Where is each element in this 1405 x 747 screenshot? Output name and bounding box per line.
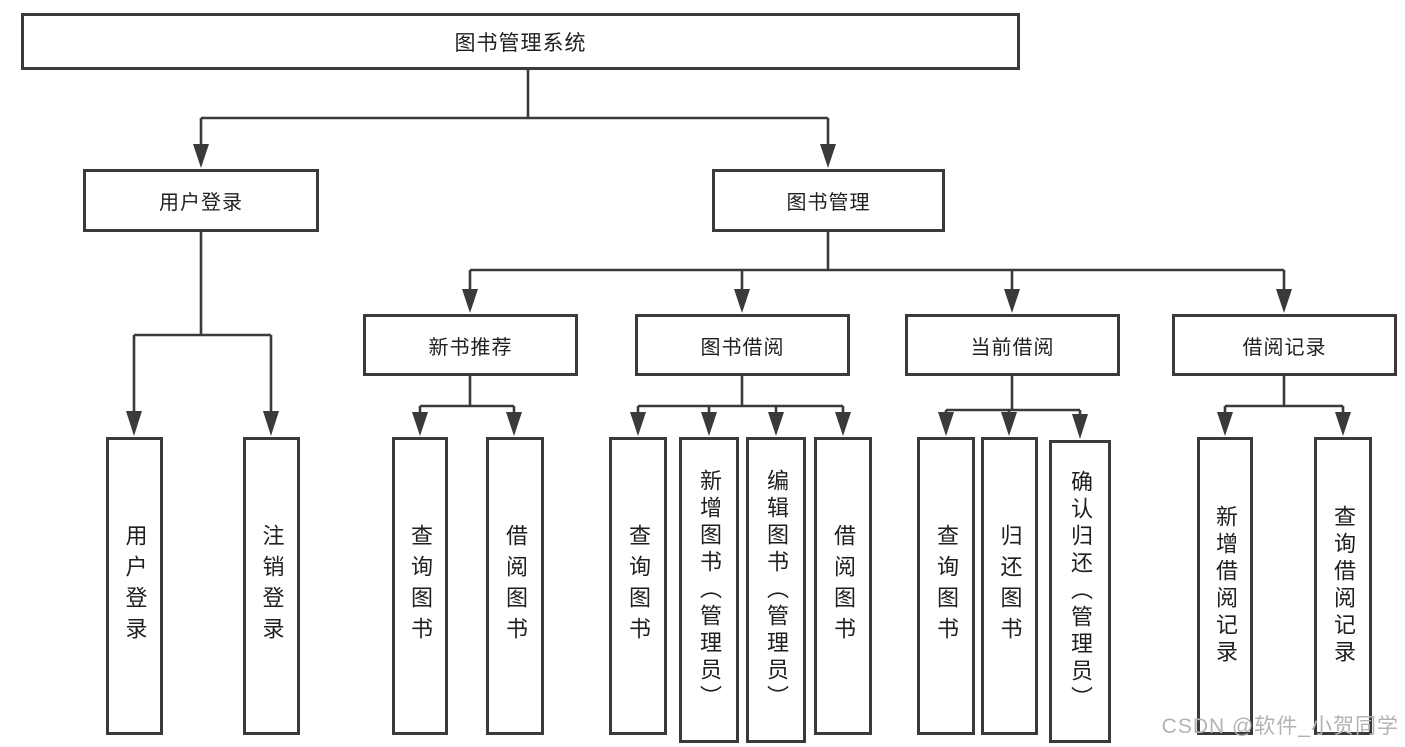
- node-new-book-recommendation: 新书推荐: [363, 314, 578, 376]
- watermark: CSDN @软件_小贺同学: [1161, 715, 1399, 738]
- leaf-add-borrow-record: 新增借阅记录: [1197, 437, 1253, 735]
- leaf-query-books-recommend: 查询图书: [392, 437, 448, 735]
- leaf-query-borrow-record: 查询借阅记录: [1314, 437, 1372, 735]
- leaf-add-book-admin: 新增图书（管理员）: [679, 437, 739, 743]
- leaf-query-books-current: 查询图书: [917, 437, 975, 735]
- leaf-edit-book-admin: 编辑图书（管理员）: [746, 437, 806, 743]
- leaf-borrow-books-recommend: 借阅图书: [486, 437, 544, 735]
- leaf-borrow-books: 借阅图书: [814, 437, 872, 735]
- leaf-user-login: 用户登录: [106, 437, 163, 735]
- leaf-query-books-borrowing: 查询图书: [609, 437, 667, 735]
- leaf-confirm-return-admin: 确认归还（管理员）: [1049, 440, 1111, 743]
- leaf-logout-login: 注销登录: [243, 437, 300, 735]
- node-user-login: 用户登录: [83, 169, 319, 232]
- leaf-return-book: 归还图书: [981, 437, 1038, 735]
- node-book-management: 图书管理: [712, 169, 945, 232]
- node-current-borrowing: 当前借阅: [905, 314, 1120, 376]
- node-library-management-system: 图书管理系统: [21, 13, 1020, 70]
- node-book-borrowing: 图书借阅: [635, 314, 850, 376]
- node-borrowing-records: 借阅记录: [1172, 314, 1397, 376]
